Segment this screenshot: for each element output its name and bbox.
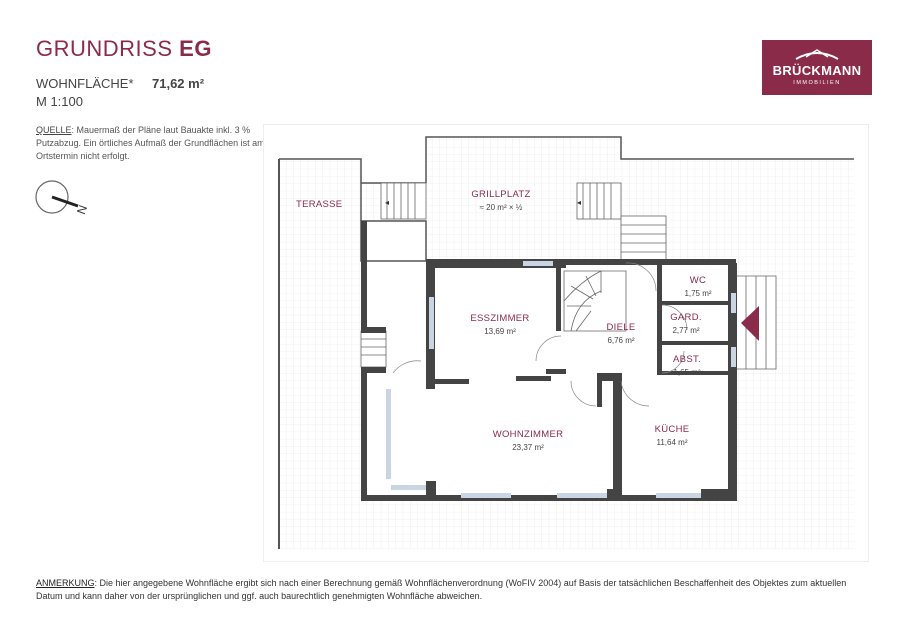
svg-text:◂: ◂	[577, 198, 581, 207]
source-note: QUELLE: Mauermaß der Pläne laut Bauakte …	[36, 124, 276, 163]
logo-name: BRÜCKMANN	[772, 63, 862, 78]
room-grillplatz-name: GRILLPLATZ	[471, 189, 530, 200]
room-abst-area: 1,65 m²	[673, 368, 700, 377]
grill-stairs-left	[380, 182, 427, 220]
room-diele-name: DIELE	[607, 322, 636, 333]
windows	[386, 261, 736, 498]
source-text: : Mauermaß der Pläne laut Bauakte inkl. …	[36, 125, 265, 161]
grill-stairs-right	[576, 182, 622, 220]
svg-text:◂: ◂	[385, 198, 389, 207]
room-esszimmer-area: 13,69 m²	[484, 327, 516, 336]
title-light: GRUNDRISS	[36, 36, 173, 61]
room-wc-area: 1,75 m²	[684, 289, 711, 298]
room-grillplatz-area: ≈ 20 m² × ½	[480, 203, 523, 212]
compass-letter: N	[74, 203, 90, 216]
house-roof-icon	[795, 49, 839, 60]
room-terasse-name: TERASSE	[296, 199, 342, 210]
room-kueche-area: 11,64 m²	[657, 438, 688, 447]
title-bold: EG	[179, 36, 212, 61]
terrace-outline	[279, 136, 854, 183]
remark-text: : Die hier angegebene Wohnfläche ergibt …	[36, 578, 847, 601]
room-abst-name: ABST.	[673, 354, 701, 365]
room-wc-name: WC	[690, 275, 706, 286]
spiral-stairs	[563, 270, 627, 332]
remark-label: ANMERKUNG	[36, 578, 95, 588]
room-wohnzimmer-area: 23,37 m²	[512, 443, 544, 452]
source-label: QUELLE	[36, 125, 72, 135]
room-gard-area: 2,77 m²	[672, 326, 699, 335]
scale-label: M 1:100	[36, 94, 83, 109]
compass-icon: N	[35, 180, 90, 216]
room-kueche-name: KÜCHE	[655, 424, 690, 435]
floor-plan-frame: ◂ ◂	[263, 124, 869, 562]
living-area-value: 71,62 m²	[152, 76, 205, 91]
room-diele-area: 6,76 m²	[607, 336, 634, 345]
house-interior	[361, 216, 736, 501]
living-area-label: WOHNFLÄCHE*	[36, 76, 134, 91]
floor-plan: ◂ ◂	[278, 136, 854, 549]
remark-note: ANMERKUNG: Die hier angegebene Wohnfläch…	[36, 577, 866, 603]
entry-stairs-top	[620, 215, 667, 262]
stairs-left	[360, 330, 387, 368]
page-title: GRUNDRISS EG	[36, 36, 212, 62]
room-esszimmer-name: ESSZIMMER	[470, 313, 529, 324]
entrance-arrow-icon	[741, 306, 759, 341]
brand-logo: BRÜCKMANN IMMOBILIEN	[762, 40, 872, 95]
room-gard-name: GARD.	[670, 312, 702, 323]
room-wohnzimmer-name: WOHNZIMMER	[493, 429, 564, 440]
doors	[392, 262, 688, 407]
logo-subtitle: IMMOBILIEN	[793, 80, 841, 86]
